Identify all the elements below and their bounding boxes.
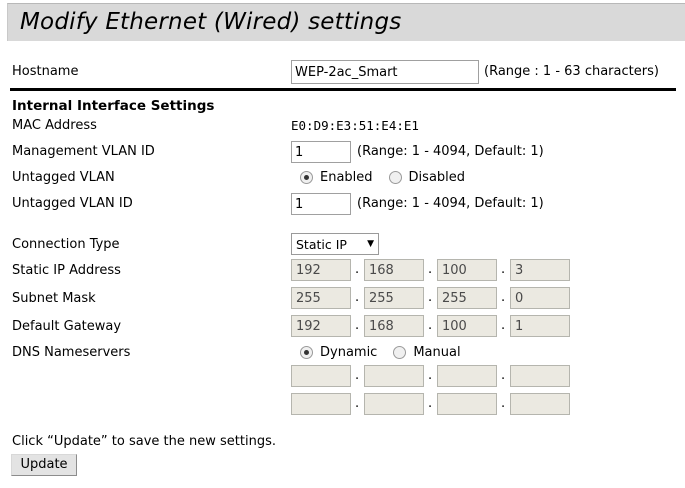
dns-manual-label[interactable]: Manual [413,345,461,360]
dns-nameservers-row: DNS Nameservers Dynamic Manual [0,345,685,367]
untagged-vlan-label: Untagged VLAN [12,170,115,185]
hostname-row: Hostname (Range : 1 - 63 characters) [0,60,685,86]
dns-nameservers-radio-group: Dynamic Manual [300,345,477,360]
default-gateway-separator-1: . [355,318,360,333]
default-gateway-octet-4[interactable] [510,315,570,337]
connection-type-row: Connection Type Static IP ▼ [0,233,685,259]
hostname-hint: (Range : 1 - 63 characters) [484,64,659,79]
subnet-mask-octet-3[interactable] [437,287,497,309]
default-gateway-label: Default Gateway [12,319,122,334]
static-ip-separator-2: . [428,262,433,277]
dns-server-1-octet-2[interactable] [364,365,424,387]
dns-server-2-octet-1[interactable] [291,393,351,415]
static-ip-octet-1[interactable] [291,259,351,281]
page-title-bar: Modify Ethernet (Wired) settings [7,3,685,41]
update-instructions: Click “Update” to save the new settings. [12,434,276,449]
static-ip-separator-3: . [501,262,506,277]
subnet-mask-label: Subnet Mask [12,291,96,306]
dns-server-1-separator-2: . [428,368,433,383]
section-divider [10,88,676,91]
management-vlan-id-input[interactable] [291,141,351,163]
dns-server-1-octet-1[interactable] [291,365,351,387]
hostname-input[interactable] [291,60,479,84]
management-vlan-id-hint: (Range: 1 - 4094, Default: 1) [357,144,544,159]
dns-server-2-separator-1: . [355,396,360,411]
dns-server-2-row: . . . [0,393,685,419]
default-gateway-row: Default Gateway . . . [0,315,685,341]
dns-manual-radio[interactable] [393,346,407,359]
static-ip-octet-3[interactable] [437,259,497,281]
subnet-mask-separator-2: . [428,290,433,305]
dns-nameservers-label: DNS Nameservers [12,345,131,360]
static-ip-address-row: Static IP Address . . . [0,259,685,285]
dns-dynamic-radio[interactable] [300,346,313,359]
untagged-vlan-enabled-label[interactable]: Enabled [320,170,373,185]
dns-server-1-separator-1: . [355,368,360,383]
connection-type-value: Static IP [296,236,347,252]
static-ip-octet-2[interactable] [364,259,424,281]
dns-server-2-octet-3[interactable] [437,393,497,415]
untagged-vlan-id-row: Untagged VLAN ID (Range: 1 - 4094, Defau… [0,193,685,218]
management-vlan-id-row: Management VLAN ID (Range: 1 - 4094, Def… [0,141,685,166]
mac-address-value: E0:D9:E3:51:E4:E1 [291,118,419,133]
dns-server-1-octet-4[interactable] [510,365,570,387]
static-ip-address-label: Static IP Address [12,263,121,278]
internal-interface-heading: Internal Interface Settings [12,98,215,114]
untagged-vlan-radio-group: Enabled Disabled [300,170,481,185]
dns-server-1-octet-3[interactable] [437,365,497,387]
dns-dynamic-label[interactable]: Dynamic [320,345,378,360]
hostname-label: Hostname [12,64,79,79]
update-button[interactable]: Update [11,454,77,476]
dns-server-1-row: . . . [0,365,685,391]
subnet-mask-octet-4[interactable] [510,287,570,309]
dns-server-2-octet-4[interactable] [510,393,570,415]
subnet-mask-octet-1[interactable] [291,287,351,309]
subnet-mask-separator-1: . [355,290,360,305]
untagged-vlan-id-input[interactable] [291,193,351,215]
untagged-vlan-row: Untagged VLAN Enabled Disabled [0,170,685,192]
dns-server-1-separator-3: . [501,368,506,383]
static-ip-separator-1: . [355,262,360,277]
untagged-vlan-id-label: Untagged VLAN ID [12,196,133,211]
dns-server-2-octet-2[interactable] [364,393,424,415]
default-gateway-separator-2: . [428,318,433,333]
dns-server-2-separator-3: . [501,396,506,411]
untagged-vlan-disabled-radio[interactable] [388,171,402,184]
untagged-vlan-disabled-label[interactable]: Disabled [408,170,466,185]
connection-type-label: Connection Type [12,237,120,252]
mac-address-label: MAC Address [12,118,97,133]
management-vlan-id-label: Management VLAN ID [12,144,155,159]
static-ip-octet-4[interactable] [510,259,570,281]
page-title: Modify Ethernet (Wired) settings [20,9,402,35]
default-gateway-octet-1[interactable] [291,315,351,337]
default-gateway-separator-3: . [501,318,506,333]
subnet-mask-octet-2[interactable] [364,287,424,309]
subnet-mask-row: Subnet Mask . . . [0,287,685,313]
untagged-vlan-id-hint: (Range: 1 - 4094, Default: 1) [357,196,544,211]
default-gateway-octet-3[interactable] [437,315,497,337]
untagged-vlan-enabled-radio[interactable] [300,171,313,184]
default-gateway-octet-2[interactable] [364,315,424,337]
mac-address-row: MAC Address E0:D9:E3:51:E4:E1 [0,118,685,140]
subnet-mask-separator-3: . [501,290,506,305]
dns-server-2-separator-2: . [428,396,433,411]
connection-type-select[interactable]: Static IP ▼ [291,233,379,255]
chevron-down-icon: ▼ [367,239,374,249]
